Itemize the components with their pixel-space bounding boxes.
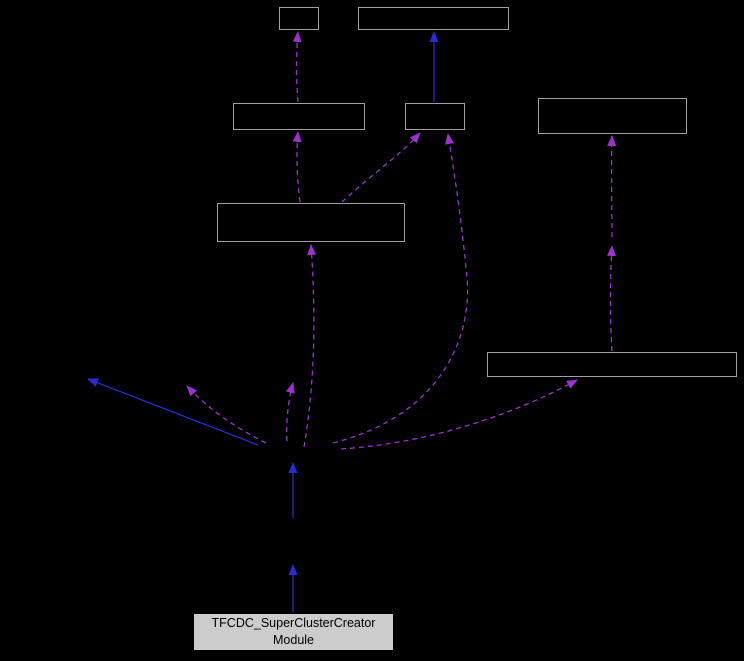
main-node-label-line1: TFCDC_SuperClusterCreator: [211, 616, 376, 631]
edge-usage-hub-to-midsmall: [332, 133, 469, 444]
node-top-wide[interactable]: [358, 7, 509, 30]
node-lower-right-wide[interactable]: [487, 352, 737, 377]
edge-usage-lowerright-up-segment1: [606, 245, 616, 352]
edge-usage-hub-to-centerlarge: [303, 244, 317, 448]
edge-usage-centerlarge-to-midsmall: [341, 132, 421, 203]
main-node-label-line2: Module: [273, 633, 314, 647]
edge-usage-midleft-to-topsmall: [292, 31, 302, 103]
edge-usage-centerlarge-to-midleft: [292, 131, 302, 203]
node-center-large[interactable]: [217, 203, 405, 242]
edge-usage-hub-to-upperleft: [186, 385, 267, 444]
node-tfcdc-superclustercreator-module: TFCDC_SuperClusterCreator Module: [193, 613, 394, 651]
node-mid-small[interactable]: [405, 103, 465, 130]
edge-usage-hub-to-lowerright: [340, 379, 578, 450]
node-top-small[interactable]: [279, 7, 319, 30]
node-mid-left[interactable]: [233, 103, 365, 130]
node-right[interactable]: [538, 98, 687, 134]
edge-inherit-hub-to-farleft: [87, 378, 259, 446]
edge-usage-hub-up-short: [285, 382, 295, 442]
